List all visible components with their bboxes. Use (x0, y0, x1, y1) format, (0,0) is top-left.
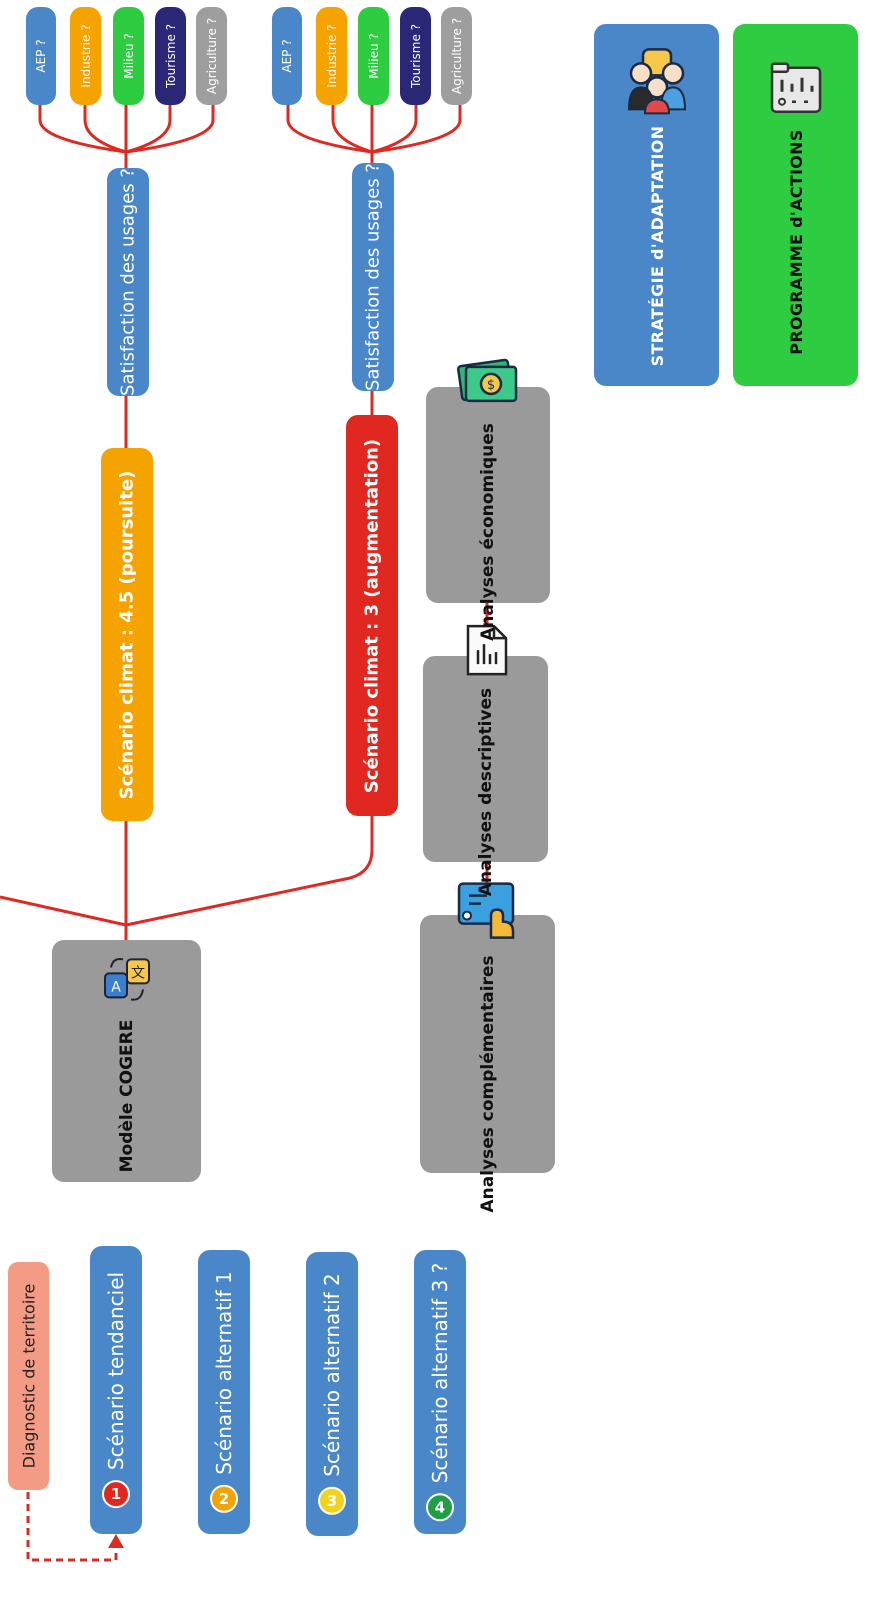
document-chart-icon (466, 624, 507, 676)
programme-actions-box: PROGRAMME d'ACTIONS (733, 24, 858, 386)
svg-text:$: $ (487, 378, 495, 393)
scenario-alternatif-3-box: 4 Scénario alternatif 3 ? (414, 1250, 466, 1534)
scenario-alternatif-1-box: 2 Scénario alternatif 1 (198, 1250, 250, 1534)
usage-tourisme-1: Tourisme ? (155, 7, 186, 105)
scenario-alternatif-2-box: 3 Scénario alternatif 2 (306, 1252, 358, 1536)
scenario-number-badge: 4 (426, 1493, 454, 1522)
svg-text:A: A (111, 980, 121, 996)
dashboard-icon (770, 62, 821, 113)
satisfaction-box-1: Satisfaction des usages ? (107, 168, 149, 396)
strategie-adaptation-box: STRATÉGIE d'ADAPTATION (594, 24, 719, 386)
usage-tourisme-2: Tourisme ? (400, 7, 431, 105)
usage-aep-1: AEP ? (26, 7, 56, 105)
model-cogere-box: Modèle COGERE A 文 (52, 940, 201, 1182)
climate-scenario-3: Scénario climat : 3 (augmentation) (346, 415, 398, 816)
analyses-economiques-box: Analyses économiques $ (426, 358, 550, 641)
money-icon: $ (457, 358, 518, 403)
image-edit-icon (457, 882, 514, 939)
analyses-descriptives-box: Analyses descriptives (423, 624, 548, 896)
usage-agriculture-1: Agriculture ? (196, 7, 227, 105)
usage-industrie-1: Industrie ? (70, 7, 101, 105)
usage-industrie-2: Industrie ? (316, 7, 347, 105)
scenario-number-badge: 3 (318, 1486, 346, 1515)
svg-text:文: 文 (131, 966, 145, 982)
diagnostic-territoire-box: Diagnostic de territoire (8, 1262, 49, 1490)
scenario-number-badge: 2 (210, 1484, 238, 1513)
satisfaction-box-2: Satisfaction des usages ? (352, 163, 394, 391)
team-icon (627, 48, 686, 115)
analyses-complementaires-box: Analyses complémentaires (420, 882, 555, 1213)
usage-aep-2: AEP ? (272, 7, 302, 105)
translate-icon: A 文 (103, 958, 150, 1001)
scenario-number-badge: 1 (102, 1480, 130, 1509)
usage-milieu-2: Milieu ? (358, 7, 389, 105)
usage-milieu-1: Milieu ? (113, 7, 144, 105)
usage-agriculture-2: Agriculture ? (441, 7, 472, 105)
climate-scenario-45: Scénario climat : 4.5 (poursuite) (101, 448, 153, 821)
scenario-tendanciel-box: 1 Scénario tendanciel (90, 1246, 142, 1534)
